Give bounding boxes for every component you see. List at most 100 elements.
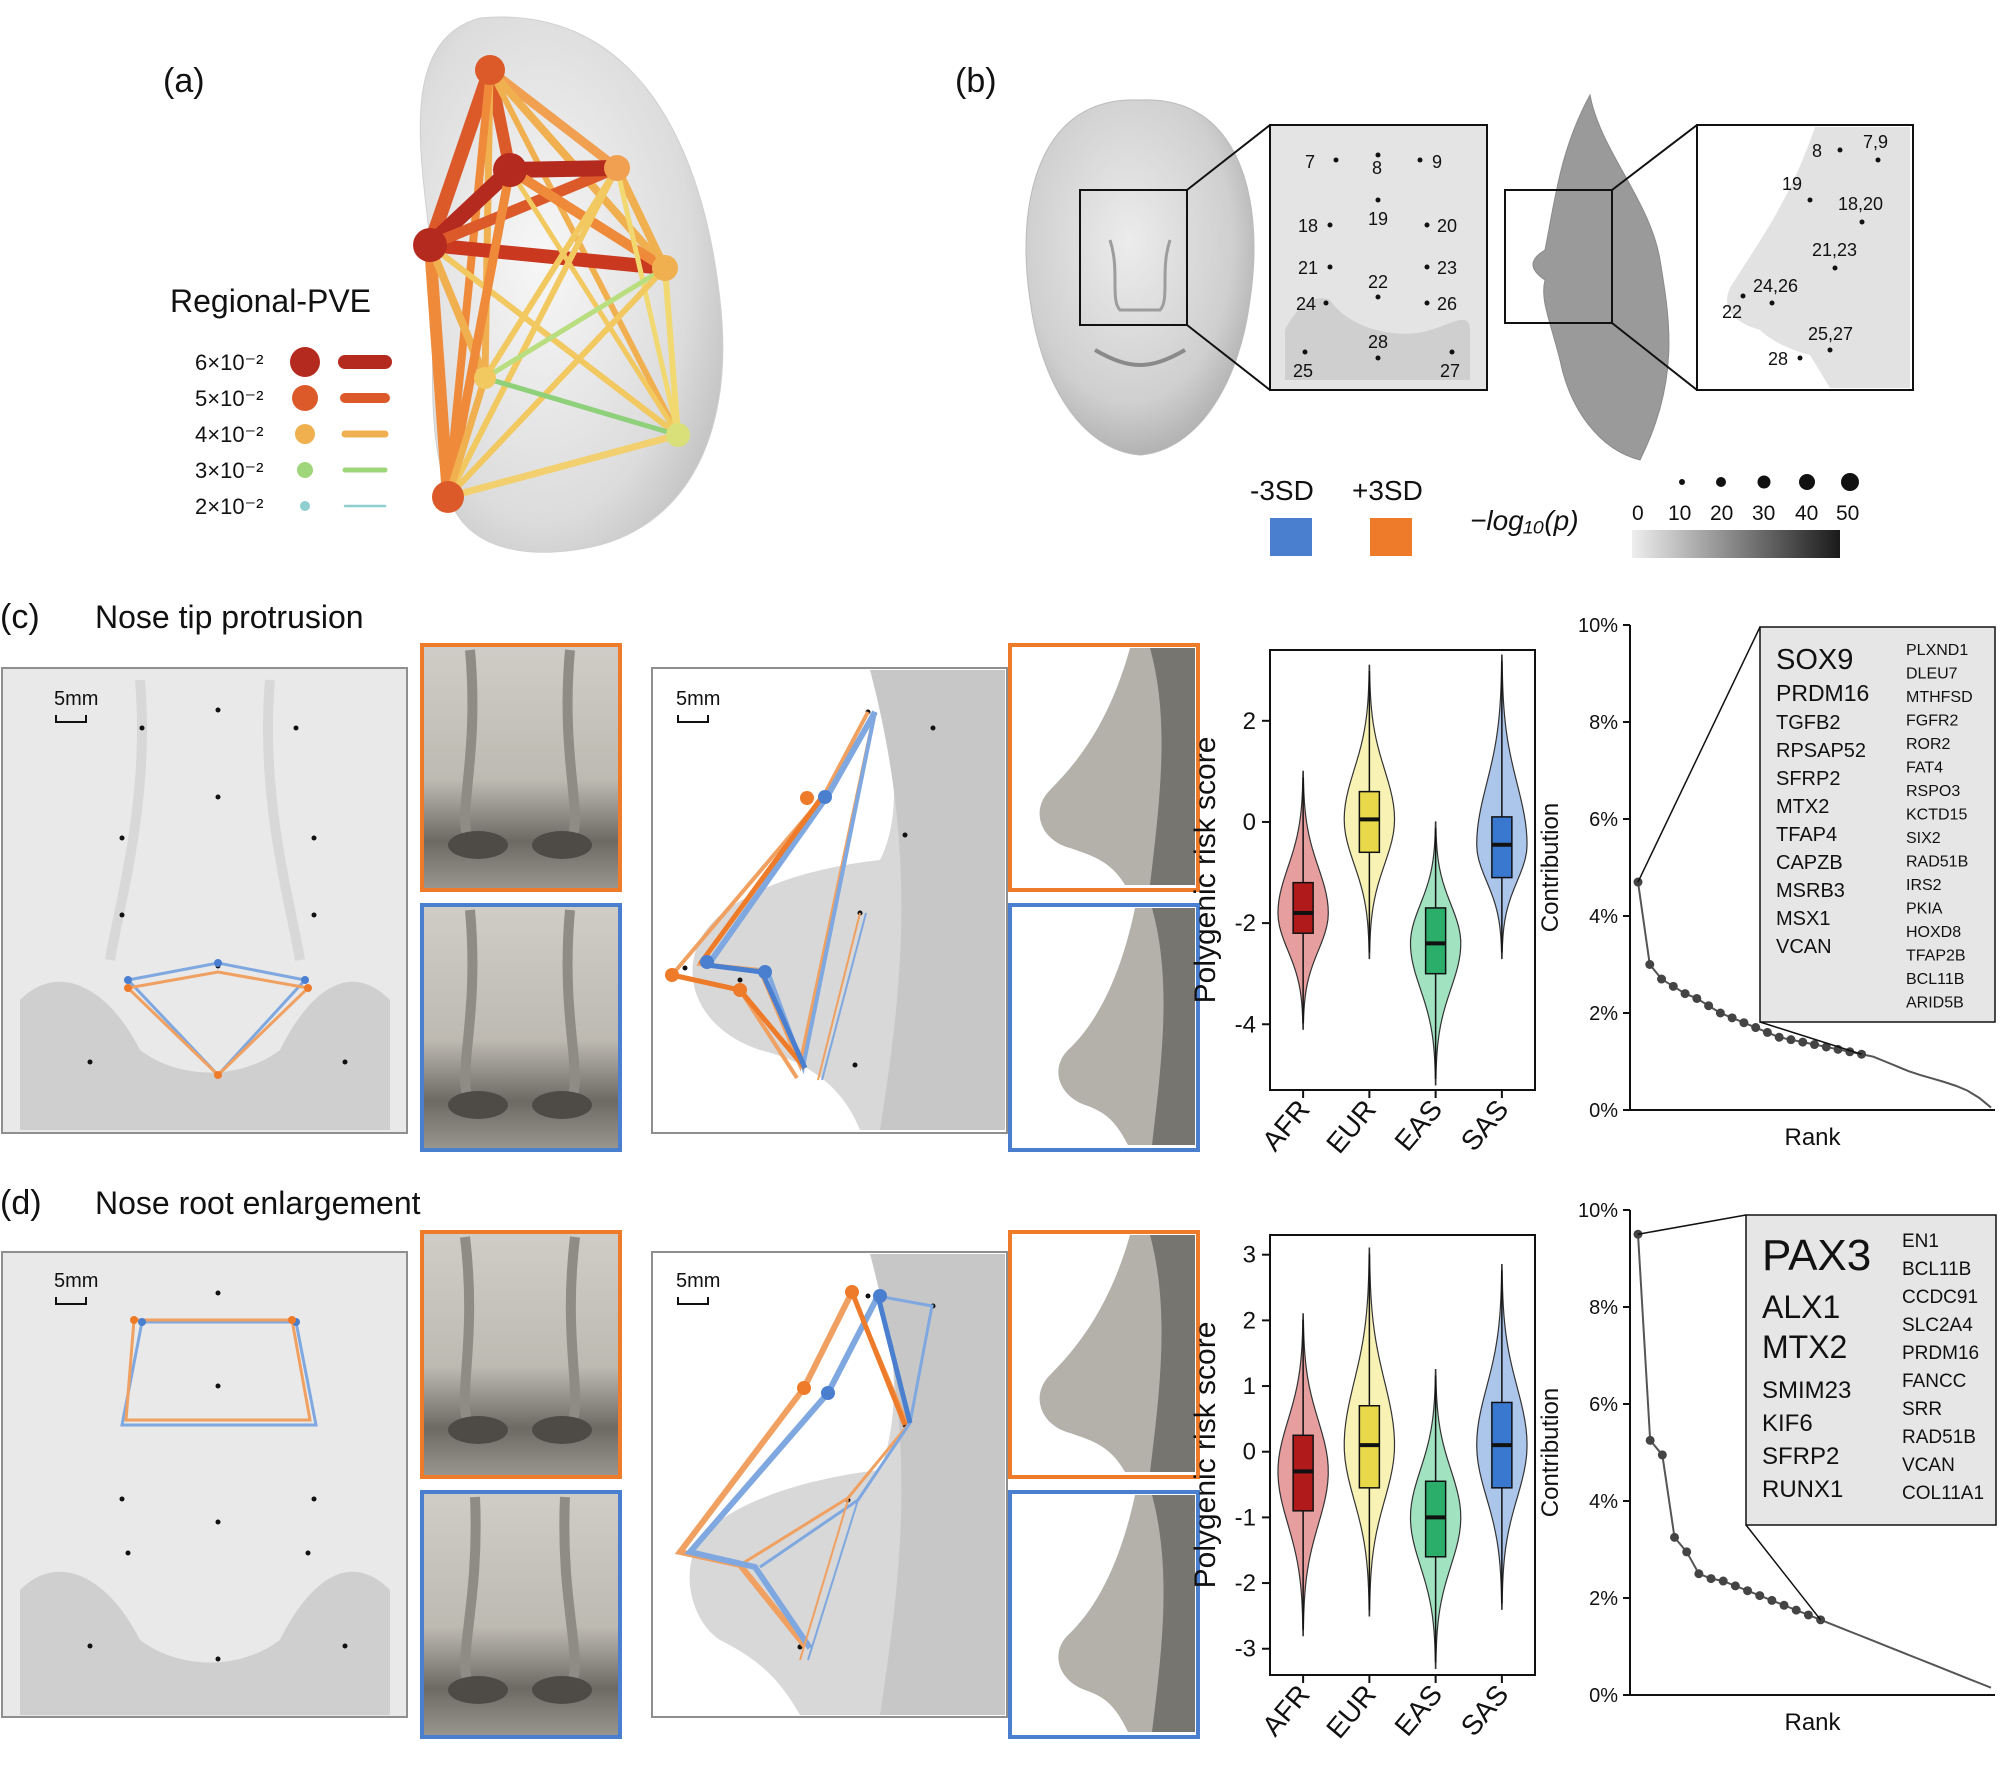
highlight-point [1692,993,1702,1003]
x-tick-label: EUR [1320,1679,1382,1744]
p-tick: 0 [1632,502,1644,525]
plot-frame [1269,1234,1536,1676]
gene-label: ARID5B [1906,995,1964,1012]
landmark-label: 8 [1812,141,1822,161]
panel-a-label: (a) [163,62,205,100]
y-tick-label: 0 [1243,1439,1256,1466]
nose-profile-minus-d [1008,1490,1200,1739]
pve-legend-title: Regional-PVE [170,283,371,319]
y-tick-label: 6% [1589,1394,1618,1416]
callout-line [1637,626,1761,883]
face-profile-shape [419,16,724,553]
panel-d-label: (d) [0,1184,42,1222]
highlight-point [1670,1532,1680,1542]
box [1292,881,1314,934]
gene-label: KIF6 [1762,1410,1813,1437]
landmark-label: 18 [1298,216,1318,236]
scale-bar-label: 5mm [676,1270,720,1292]
x-axis-label: Rank [1784,1709,1841,1736]
gene-label: HOXD8 [1906,924,1961,941]
landmark-label: 24,26 [1753,276,1798,296]
x-tick-label: SAS [1455,1679,1515,1742]
violin-afr: AFR [1256,770,1329,1157]
highlight-point [1645,960,1655,969]
highlight-point [1791,1605,1801,1615]
y-tick-label: 2% [1589,1003,1618,1025]
minus-3sd-label: -3SD [1250,475,1314,506]
panel-b-label: (b) [955,62,997,100]
highlight-point [1786,1035,1796,1045]
y-tick-label: -3 [1235,1636,1256,1663]
nose-profile-minus [1008,903,1200,1152]
gene-label: MTX2 [1776,796,1829,818]
frontal-landmark-inset [1269,124,1488,391]
gene-label: SRR [1902,1399,1942,1420]
p-value-label: −log₁₀(p) [1470,505,1579,536]
highlight-point [1682,1547,1692,1557]
y-tick-label: 3 [1243,1242,1256,1269]
gene-box [1759,626,1996,1023]
highlight-point [1755,1591,1765,1601]
gene-label: RAD51B [1906,854,1968,871]
landmark-label: 25 [1293,361,1313,381]
gene-label: VCAN [1902,1455,1955,1476]
gene-label: SMIM23 [1762,1377,1851,1404]
highlight-point [1730,1581,1740,1591]
landmark-label: 22 [1368,272,1388,292]
gene-label: KCTD15 [1906,807,1967,824]
highlight-point [1798,1037,1808,1047]
y-tick-label: 8% [1589,1297,1618,1319]
y-tick-label: 4% [1589,906,1618,928]
gene-label: MSRB3 [1776,880,1845,902]
y-tick-label: 6% [1589,809,1618,831]
landmark-label: 23 [1437,258,1457,278]
highlight-point [1767,1595,1777,1605]
violin-eas: EAS [1388,821,1462,1157]
y-tick-label: 2 [1243,708,1256,735]
violin-sas: SAS [1455,654,1528,1157]
callout-line [1637,1214,1747,1235]
gene-label: BCL11B [1906,971,1964,988]
p-tick: 40 [1795,502,1818,525]
landmark-label: 20 [1437,216,1457,236]
plot-frame [1269,649,1536,1091]
y-tick-label: 0% [1589,1685,1618,1707]
highlight-point [1727,1013,1737,1023]
sd-legend: -3SD +3SD [1250,475,1423,556]
callout-line [1745,1524,1822,1621]
scale-bar-label: 5mm [54,1270,98,1292]
p-value-legend: −log₁₀(p) 0 10 20 30 40 50 [1470,473,1859,558]
gene-label: SLC2A4 [1902,1315,1973,1336]
landmark-label: 25,27 [1808,324,1853,344]
frontal-zoom-box [1079,189,1188,326]
p-tick: 50 [1836,502,1859,525]
highlight-point [1680,989,1690,999]
pve-legend-label: 6×10⁻² [195,350,264,375]
nose-frontal-plus [420,643,622,892]
x-tick-label: AFR [1256,1094,1316,1157]
y-axis-label: Contribution [1537,803,1564,932]
highlight-point [1718,1576,1728,1586]
landmark-label: 27 [1440,361,1460,381]
nose-frontal-minus-d [420,1490,622,1739]
nose-profile-plus-d [1008,1230,1200,1479]
frontal-nose-map-d: 5mm [1,1251,408,1718]
p-tick: 30 [1752,502,1775,525]
frontal-face-shape [1025,99,1255,456]
landmark-label: 7 [1305,152,1315,172]
gene-label: RSPO3 [1906,783,1960,800]
y-axis-label: Contribution [1537,1388,1564,1517]
landmark-label: 28 [1768,349,1788,369]
pve-legend-item: 6×10⁻² [195,347,392,377]
x-tick-label: AFR [1256,1679,1316,1742]
gene-label: RAD51B [1902,1427,1976,1448]
profile-nose-map: 5mm [651,667,1008,1134]
gene-label: PRDM16 [1776,680,1869,706]
highlight-point [1657,974,1667,984]
x-tick-label: EUR [1320,1094,1382,1159]
violin-sas: SAS [1455,1263,1528,1742]
pve-legend-item: 2×10⁻² [195,494,387,519]
pve-legend-label: 3×10⁻² [195,458,264,483]
y-tick-label: 2% [1589,1588,1618,1610]
